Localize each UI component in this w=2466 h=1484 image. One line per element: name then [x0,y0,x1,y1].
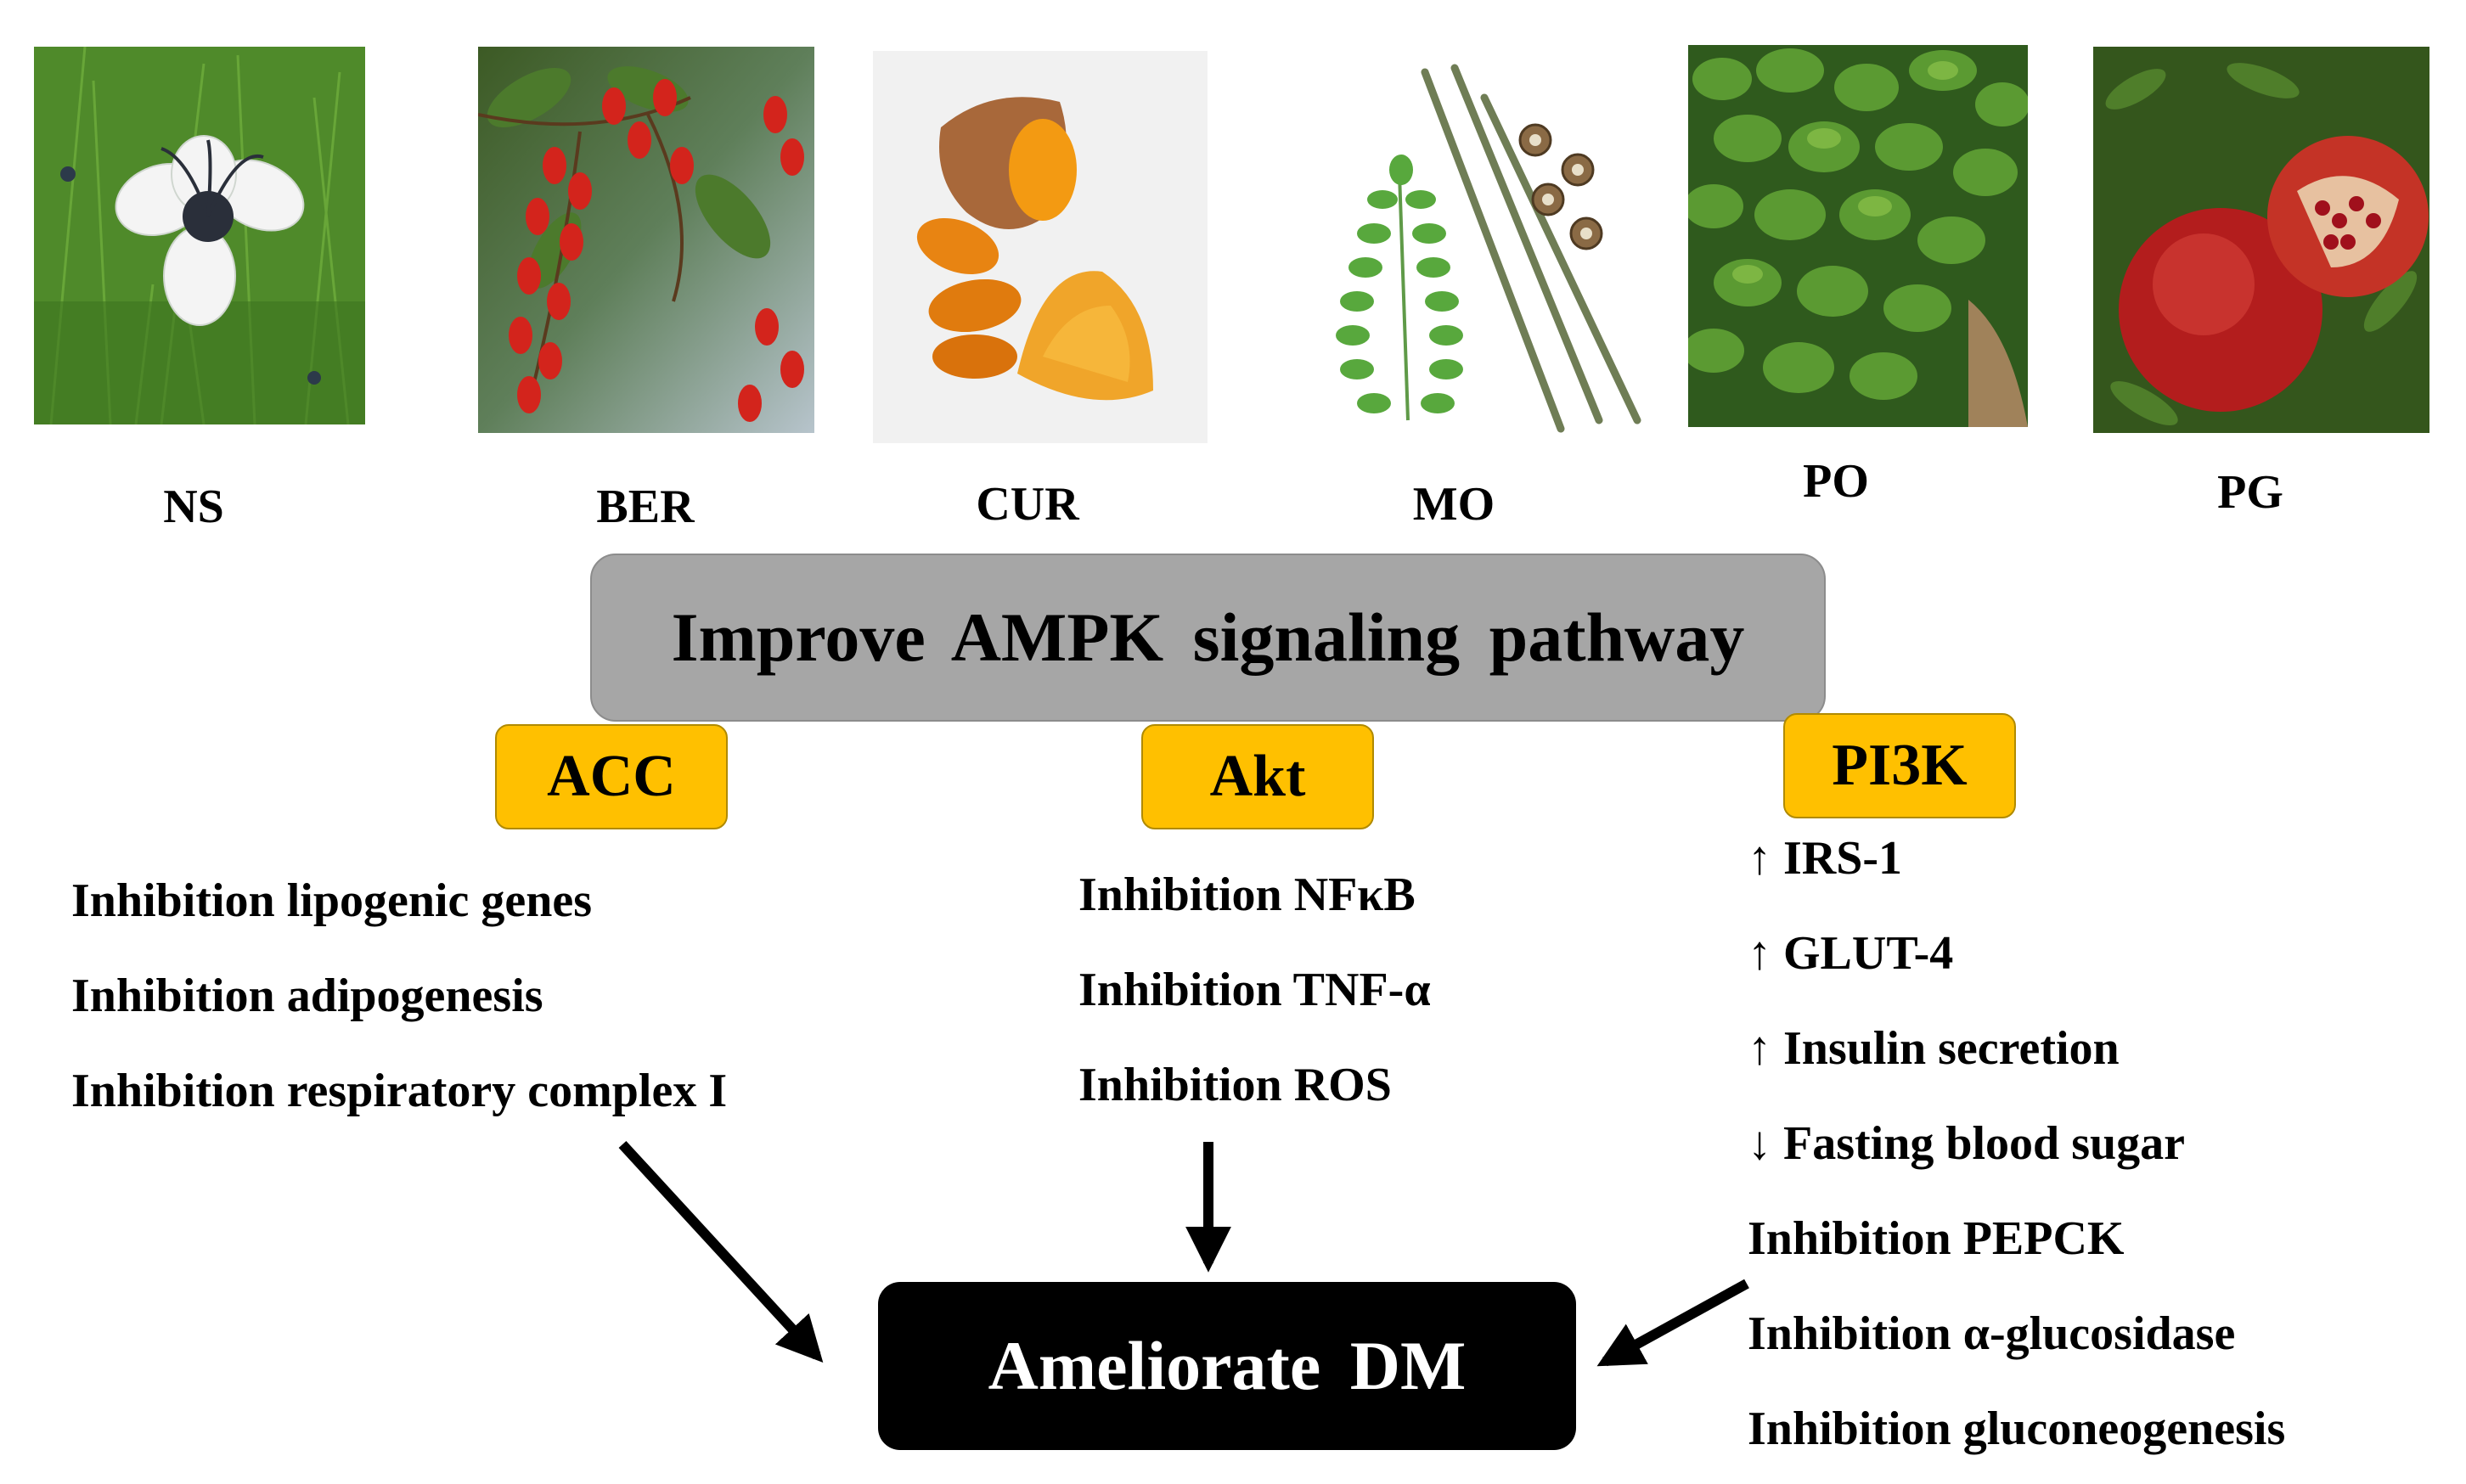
portulaca-photo [1688,45,2028,427]
nigella-flower-photo [34,47,365,424]
plant-label-ber: BER [596,481,695,533]
effect-item: ↓ Fasting blood sugar [1748,1117,2185,1170]
effect-item: Inhibition TNF-α [1078,964,1431,1016]
effect-item: Inhibition PEPCK [1748,1212,2125,1265]
effect-item: Inhibition lipogenic genes [71,874,593,927]
effect-item: Inhibition ROS [1078,1059,1392,1111]
pomegranate-photo [2093,47,2429,433]
pathway-label: Improve AMPK signaling pathway [671,599,1745,676]
pi3k-effects-list: ↑ IRS-1 ↑ GLUT-4 ↑ Insulin secretion ↓ F… [1748,811,2285,1476]
effect-item: ↑ GLUT-4 [1748,927,1954,980]
moringa-illustration [1306,64,1654,437]
target-box-acc: ACC [495,724,728,829]
target-label-pi3k: PI3K [1832,733,1968,798]
target-label-acc: ACC [547,744,676,809]
plant-label-mo: MO [1412,478,1495,531]
arrow-pi3k-to-outcome [1596,1279,1749,1367]
plant-label-pg: PG [2217,466,2283,519]
effect-item: Inhibition NFκB [1078,868,1416,921]
effect-item: Inhibition adipogenesis [71,970,543,1022]
akt-effects-list: Inhibition NFκB Inhibition TNF-α Inhibit… [1078,847,1431,1133]
outcome-box: Ameliorate DM [878,1282,1576,1450]
effect-item: Inhibition respiratory complex I [71,1065,728,1117]
plant-label-ns: NS [163,481,224,533]
barberry-photo [478,47,814,433]
effect-item: ↑ Insulin secretion [1748,1022,2120,1075]
target-box-akt: Akt [1141,724,1374,829]
pathway-box: Improve AMPK signaling pathway [590,554,1826,722]
plant-label-cur: CUR [976,478,1079,531]
turmeric-photo [873,51,1208,443]
target-label-akt: Akt [1209,744,1306,809]
plant-label-po: PO [1803,455,1869,508]
target-box-pi3k: PI3K [1783,713,2016,818]
acc-effects-list: Inhibition lipogenic genes Inhibition ad… [71,853,727,1138]
effect-item: ↑ IRS-1 [1748,832,1903,885]
arrow-acc-to-outcome [618,1140,824,1363]
effect-item: Inhibition gluconeogenesis [1748,1402,2286,1455]
outcome-label: Ameliorate DM [988,1327,1467,1404]
effect-item: Inhibition α-glucosidase [1748,1307,2236,1360]
